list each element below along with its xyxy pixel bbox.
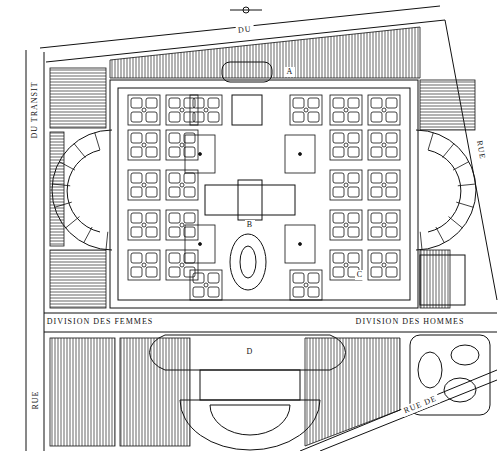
street-label: D <box>245 347 256 357</box>
street-label: B <box>245 220 255 230</box>
street-label: RUE <box>30 389 40 412</box>
street-label: RUE <box>473 138 487 162</box>
street-label: DIVISION DES FEMMES <box>45 317 156 327</box>
street-label: DU <box>236 24 255 36</box>
street-label: DU TRANSIT <box>30 79 40 140</box>
street-label: A <box>285 67 296 77</box>
street-label: DIVISION DES HOMMES <box>354 317 467 327</box>
street-label: C <box>355 270 365 280</box>
